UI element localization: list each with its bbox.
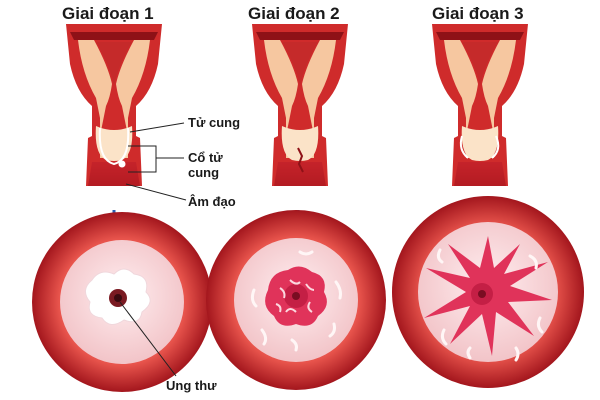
stage-3-uterus	[432, 24, 528, 186]
stage-1-early-lesion	[118, 160, 126, 168]
cervix-label-line2: cung	[188, 165, 220, 180]
stage-2-cervix-view	[206, 210, 386, 390]
stage-2-lesion-crack	[297, 147, 304, 173]
stage-3-title: Giai đoạn 3	[432, 4, 524, 23]
stage-1-title: Giai đoạn 1	[62, 4, 154, 23]
uterus-leader	[129, 122, 185, 133]
stage-3-cervix-view	[392, 196, 584, 388]
stage-1-uterus	[66, 24, 162, 186]
vagina-label: Âm đạo	[188, 194, 236, 209]
uterus-label: Tử cung	[188, 115, 241, 130]
stage-1-leaders	[125, 122, 187, 201]
vagina-leader	[125, 183, 187, 201]
cancer-label: Ung thư	[166, 378, 217, 393]
cervix-label-line1: Cổ tử	[188, 150, 223, 165]
cancer-leader	[119, 301, 177, 377]
stage-2-uterus	[252, 24, 348, 186]
stage-1-cervix-view	[32, 212, 212, 392]
stage-2-title: Giai đoạn 2	[248, 4, 340, 23]
cervix-bracket	[128, 145, 157, 173]
